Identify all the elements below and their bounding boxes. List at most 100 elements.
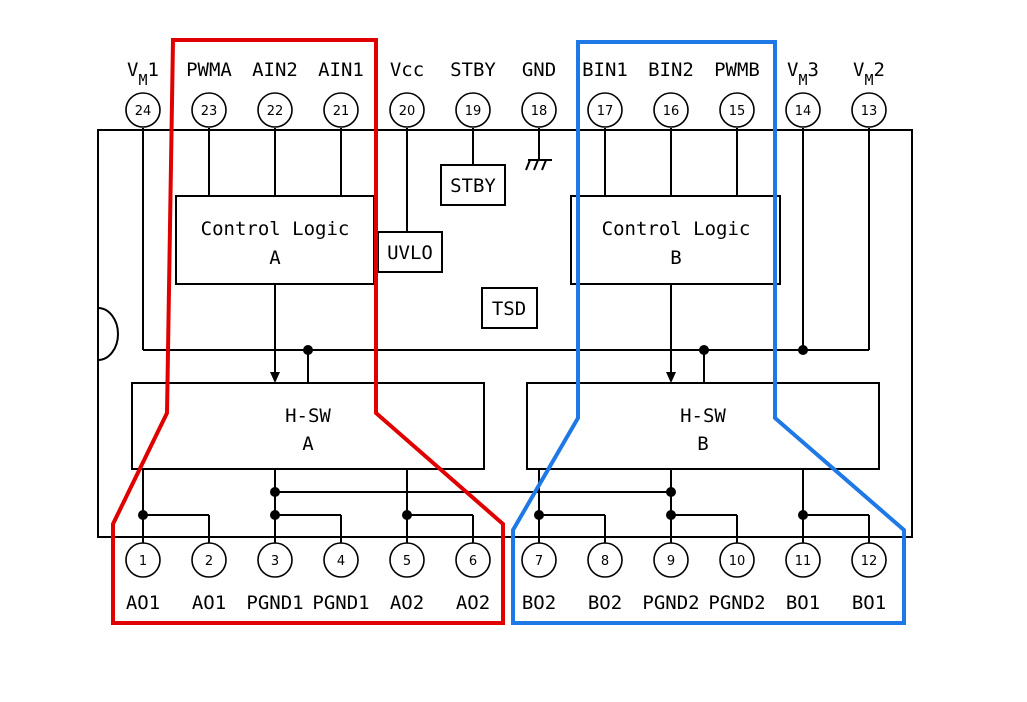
hsw-b-block: H-SW B: [526, 382, 880, 470]
pin-label-main: GND: [522, 59, 556, 81]
pin-number: 10: [729, 554, 746, 569]
pin-label-subscript: M: [798, 71, 807, 89]
pin-label: STBY: [450, 59, 496, 81]
junction-dot: [303, 345, 313, 355]
pin-number: 17: [597, 104, 614, 119]
pin-circle: [521, 92, 557, 128]
junction-dot: [666, 510, 676, 520]
pin-label: GND: [522, 59, 556, 81]
junction-dot: [270, 487, 280, 497]
hsw-b-title: H-SW: [680, 405, 726, 427]
pin-label: BIN2: [648, 59, 694, 81]
hsw-a-suffix: A: [302, 433, 314, 455]
pin-label: AO1: [126, 592, 160, 614]
pin-label-main: BIN2: [648, 59, 694, 81]
pin-number: 7: [535, 554, 543, 569]
pin-number: 14: [795, 104, 812, 119]
control-logic-a-suffix: A: [269, 247, 281, 269]
pin-number: 3: [271, 554, 279, 569]
pin-label-main: V: [853, 59, 864, 81]
pin-circle: [851, 92, 887, 128]
top-pin: 17 BIN1: [582, 59, 628, 128]
pin-number: 21: [333, 104, 350, 119]
pin-circle: [389, 542, 425, 578]
pin-circle: [389, 92, 425, 128]
pin-label: BO2: [522, 592, 556, 614]
tsd-block: TSD: [481, 287, 538, 329]
pin-label: AO2: [390, 592, 424, 614]
pin-label: BO2: [588, 592, 622, 614]
pin-label: VM2: [853, 59, 885, 89]
pin-label: AO2: [456, 592, 490, 614]
top-pin: 19 STBY: [450, 59, 496, 128]
pin-circle: [785, 542, 821, 578]
junction-dot: [699, 345, 709, 355]
pin-label: PGND1: [312, 592, 369, 614]
pin-number: 8: [601, 554, 609, 569]
pin-number: 6: [469, 554, 477, 569]
stby-block: STBY: [440, 164, 506, 206]
pin-label-subscript: M: [138, 71, 147, 89]
top-pin: 13 VM2: [851, 59, 887, 128]
pin-label: VM1: [127, 59, 159, 89]
control-logic-b-title: Control Logic: [602, 218, 751, 240]
ground-symbol: [525, 159, 552, 171]
pin-label: Vcc: [390, 59, 424, 81]
control-logic-a-title: Control Logic: [201, 218, 350, 240]
top-pin: 22 AIN2: [252, 59, 298, 128]
pin-label-main: PWMB: [714, 59, 760, 81]
pin-circle: [455, 542, 491, 578]
pin-label-main: Vcc: [390, 59, 424, 81]
pin-circle: [455, 92, 491, 128]
pin-label-main: AIN2: [252, 59, 298, 81]
pin-number: 23: [201, 104, 218, 119]
junction-dot: [270, 510, 280, 520]
junction-dot: [402, 510, 412, 520]
pin-number: 22: [267, 104, 284, 119]
pin-label: PWMA: [186, 59, 232, 81]
pin-label-suffix: 1: [148, 59, 159, 81]
pin-number: 13: [861, 104, 878, 119]
pin-number: 15: [729, 104, 746, 119]
pin-label-main: BIN1: [582, 59, 628, 81]
pin-label: PGND2: [708, 592, 765, 614]
uvlo-block-label: UVLO: [387, 242, 433, 264]
hsw-b-suffix: B: [697, 433, 708, 455]
vm-bus: [143, 345, 869, 383]
top-pin: 23 PWMA: [186, 59, 232, 128]
pin-circle: [587, 92, 623, 128]
hsw-a-title: H-SW: [285, 405, 331, 427]
top-pin: 15 PWMB: [714, 59, 760, 128]
pin-circle: [653, 542, 689, 578]
pin-label-main: V: [787, 59, 798, 81]
pin-circle: [851, 542, 887, 578]
pin-label-suffix: 2: [874, 59, 885, 81]
stby-block-label: STBY: [450, 175, 496, 197]
hsw-a-block: H-SW A: [131, 382, 485, 470]
pin-label-main: PWMA: [186, 59, 232, 81]
junction-dot: [798, 510, 808, 520]
pin-label: PGND1: [246, 592, 303, 614]
pin-label: BO1: [786, 592, 820, 614]
pin-circle: [719, 542, 755, 578]
pin-circle: [191, 542, 227, 578]
junction-dot: [534, 510, 544, 520]
pin-circle: [191, 92, 227, 128]
pin-circle: [719, 92, 755, 128]
pin-label: AO1: [192, 592, 226, 614]
tsd-block-label: TSD: [492, 298, 526, 320]
pin-number: 19: [465, 104, 482, 119]
top-pin-leads: [142, 128, 870, 350]
